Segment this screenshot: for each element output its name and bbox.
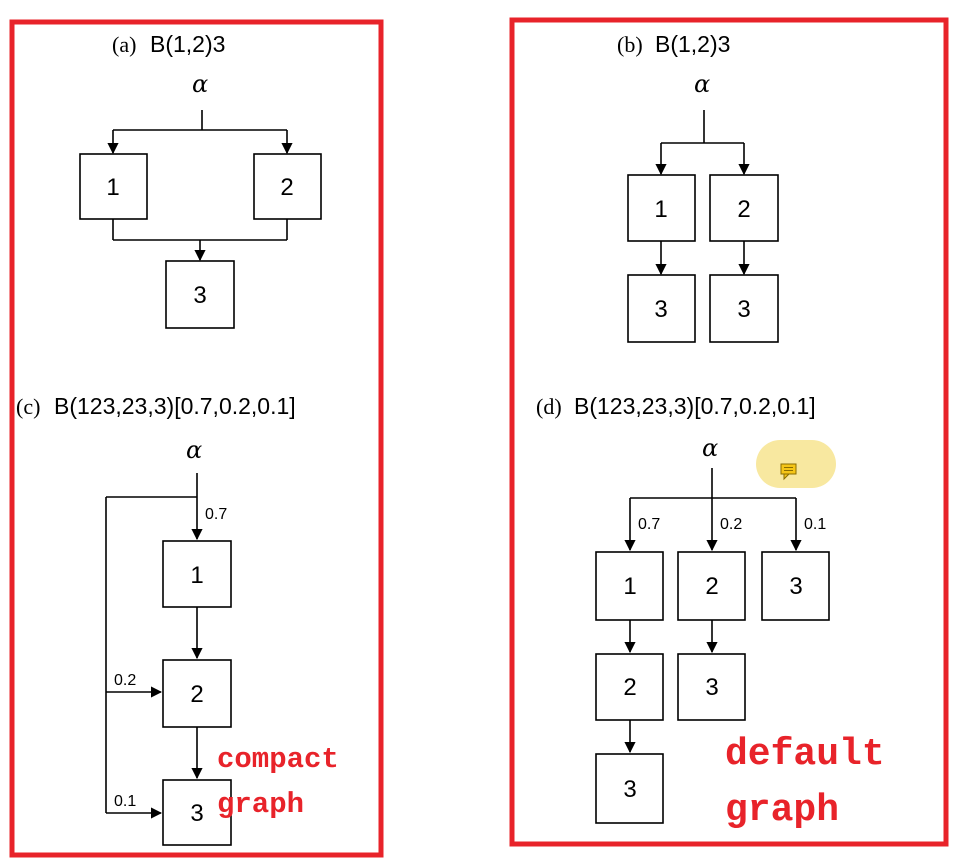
panel-d-box-1 <box>595 551 664 621</box>
speech-bubble-icon <box>780 463 797 481</box>
panel-a-box-2-label: 2 <box>280 174 293 201</box>
panel-d-box-3c-label: 3 <box>623 776 636 803</box>
panel-c-prob-1: 0.7 <box>205 506 227 523</box>
panel-a: (a) B(1,2)3 α 1 2 3 <box>79 31 322 329</box>
panel-b-box-1 <box>627 174 696 242</box>
panel-d-title: B(123,23,3)[0.7,0.2,0.1] <box>574 393 816 419</box>
panel-b-box-2 <box>709 174 779 242</box>
panel-d-box-3b <box>677 653 746 721</box>
panel-b: (b) B(1,2)3 α 1 2 3 3 <box>617 31 779 343</box>
panel-b-label: (b) <box>617 32 643 57</box>
panel-a-box-3 <box>165 260 235 329</box>
panel-c-box-1 <box>162 540 232 608</box>
panel-d-box-2 <box>677 551 746 621</box>
panel-c-title: B(123,23,3)[0.7,0.2,0.1] <box>54 393 296 419</box>
panel-d-prob-3: 0.1 <box>804 516 826 533</box>
panel-c-label: (c) <box>16 394 40 419</box>
panel-b-box-3a <box>627 274 696 343</box>
panel-d-alpha: α <box>702 434 718 462</box>
note-compact-line2: graph <box>217 788 304 821</box>
panel-b-box-2-label: 2 <box>737 196 750 223</box>
panel-b-box-3b <box>709 274 779 343</box>
panel-a-box-1-label: 1 <box>106 174 119 201</box>
note-default-line2: graph <box>725 789 839 832</box>
panel-a-label: (a) <box>112 32 136 57</box>
note-compact-line1: compact <box>217 743 339 776</box>
panel-d-box-3 <box>761 551 830 621</box>
panel-a-box-1 <box>79 153 148 220</box>
panel-c-alpha: α <box>186 436 202 464</box>
panel-c-box-1-label: 1 <box>190 562 203 589</box>
panel-a-alpha: α <box>192 70 208 98</box>
panel-d-prob-1: 0.7 <box>638 516 660 533</box>
panel-c-box-2-label: 2 <box>190 681 203 708</box>
panel-d-box-3-label: 3 <box>789 573 802 600</box>
panel-d-prob-2: 0.2 <box>720 516 742 533</box>
panel-b-box-3b-label: 3 <box>737 296 750 323</box>
panel-a-box-3-label: 3 <box>193 282 206 309</box>
panel-b-title: B(1,2)3 <box>655 31 730 57</box>
panel-b-box-1-label: 1 <box>654 196 667 223</box>
panel-d: (d) B(123,23,3)[0.7,0.2,0.1] α 0.7 0.2 0… <box>536 393 830 824</box>
panel-c-box-2 <box>162 659 232 728</box>
panel-d-box-1-label: 1 <box>623 573 636 600</box>
panel-c-prob-3: 0.1 <box>114 793 136 810</box>
right-frame <box>509 17 949 847</box>
panel-d-box-2b <box>595 653 664 721</box>
panel-d-box-3c <box>595 753 664 824</box>
panel-b-alpha: α <box>694 70 710 98</box>
panel-c-box-3 <box>162 779 232 846</box>
panel-d-box-3b-label: 3 <box>705 674 718 701</box>
panel-a-box-2 <box>253 153 322 220</box>
panel-c-box-3-label: 3 <box>190 800 203 827</box>
comment-bubble[interactable] <box>756 440 836 488</box>
panel-a-title: B(1,2)3 <box>150 31 225 57</box>
panel-c-prob-2: 0.2 <box>114 672 136 689</box>
panel-d-box-2b-label: 2 <box>623 674 636 701</box>
panel-d-box-2-label: 2 <box>705 573 718 600</box>
panel-b-box-3a-label: 3 <box>654 296 667 323</box>
panel-c: (c) B(123,23,3)[0.7,0.2,0.1] α 0.7 1 0.2… <box>16 393 296 846</box>
panel-d-label: (d) <box>536 394 562 419</box>
left-frame <box>9 19 384 858</box>
note-default-line1: default <box>725 733 885 776</box>
